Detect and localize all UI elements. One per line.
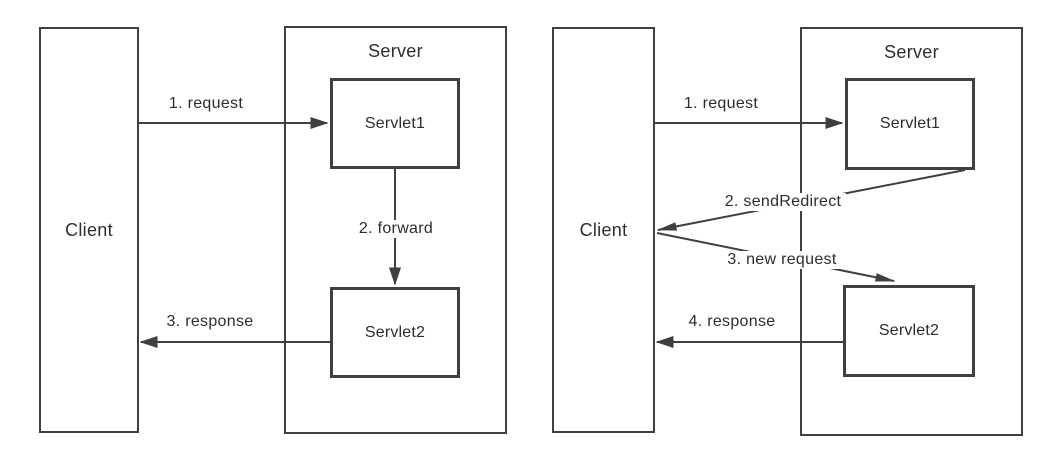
forward-request-label: 1. request <box>164 95 248 113</box>
redirect-sendredirect-label: 2. sendRedirect <box>720 193 846 211</box>
forward-servlet1-label: Servlet1 <box>364 114 426 132</box>
redirect-client-box: Client <box>552 27 655 433</box>
redirect-client-label: Client <box>579 219 628 240</box>
forward-servlet2-label: Servlet2 <box>364 323 426 341</box>
forward-servlet2-box: Servlet2 <box>330 287 460 378</box>
redirect-servlet1-box: Servlet1 <box>845 78 975 170</box>
forward-client-label: Client <box>65 219 113 240</box>
redirect-servlet2-label: Servlet2 <box>878 322 940 339</box>
redirect-servlet2-box: Servlet2 <box>843 285 975 377</box>
forward-client-box: Client <box>39 27 139 433</box>
redirect-server-label: Server <box>884 42 939 62</box>
redirect-servlet1-label: Servlet1 <box>879 115 941 132</box>
forward-response-label: 3. response <box>162 313 258 331</box>
forward-forward-label: 2. forward <box>354 220 438 238</box>
redirect-response-label: 4. response <box>684 313 780 331</box>
forward-servlet1-box: Servlet1 <box>330 78 460 169</box>
forward-server-label: Server <box>368 41 423 61</box>
redirect-newrequest-label: 3. new request <box>723 251 841 269</box>
redirect-request-label: 1. request <box>679 95 763 113</box>
